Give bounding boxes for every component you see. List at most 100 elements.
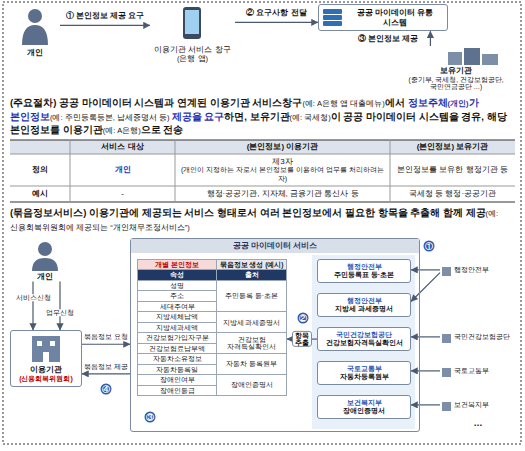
table-cell: 본인정보를 보유한 행정기관 등 <box>390 154 515 186</box>
document-box: 행정안전부지방세 과세증명서 <box>317 293 411 317</box>
connector-arrow <box>411 404 440 405</box>
paragraph: (주요절차)공공 마이데이터 시스템과 연계된 이용기관 서비스창구(예: A은… <box>10 96 515 137</box>
paragraph: (묶음정보서비스)이용기관에 제공되는 서비스 형태로서 여러 본인정보에서 필… <box>10 206 515 233</box>
paragraph-run: (예: A은행 앱 대출메뉴) <box>302 99 384 108</box>
paragraph-run: 이용기관에 제공되는 서비스 형태로서 여러 본인정보에서 필요한 항목을 추출… <box>89 207 485 218</box>
node-text: 세대주여부 <box>138 302 216 311</box>
node-text: 건강보험가입자구분 <box>138 333 216 342</box>
person-head <box>38 242 52 256</box>
table-header-band <box>10 140 515 154</box>
table-cell: 예시 <box>10 186 70 202</box>
agency-building-icon <box>32 336 60 362</box>
paragraph-run: (주요절차) <box>10 97 56 108</box>
server-icon <box>323 9 342 26</box>
node-text: 보건복지부 <box>320 399 408 407</box>
connector-arrow <box>411 336 440 337</box>
node-text: 보유기관 <box>392 66 520 76</box>
holder-node: 보유기관(중기부, 국세청, 건강보험공단, 국민연금공단 …) <box>392 46 520 91</box>
table-cell-text: 행정·공공기관, 지자체, 금융기관 통신사 등 <box>207 189 359 199</box>
node-text: 자동차 등록원부 <box>217 354 286 374</box>
node-text: 이용기관 <box>13 365 79 375</box>
node-text: 장애인여부 <box>138 375 216 384</box>
ministry-node: 행정안전부 <box>440 266 518 274</box>
callout-number: ③ <box>145 412 156 423</box>
edge-label: 서비스신청 <box>15 294 52 301</box>
node-text: 건강보험료납부액 <box>138 344 216 353</box>
document-box: 국토교통부자동차등록원부 <box>317 361 411 385</box>
table-rule <box>10 201 515 202</box>
service-window-node: 이용기관 서비스 창구 (은행 앱) <box>150 5 235 63</box>
node-text: 자동차등록일 <box>138 365 216 374</box>
table-cell: 국세청 등 행정·공공기관 <box>390 186 515 202</box>
ministry-icon <box>442 402 451 411</box>
connector-arrow <box>60 25 150 26</box>
paragraph-run: 으로 전송 <box>141 124 184 135</box>
connector-arrow <box>411 370 440 371</box>
table-cell-text: 본인정보를 보유한 행정기관 등 <box>397 165 508 175</box>
dotted-frame <box>3 2 521 444</box>
user-agency-box: 이용기관(신용회복위원회) <box>10 330 82 387</box>
document-box: 보건복지부장애인증명서 <box>317 395 411 419</box>
node-text: 지방세과세액 <box>138 323 216 332</box>
node-text: 장애인증명서 <box>217 375 286 395</box>
table-cell-text: 서비스 대상 <box>101 142 143 152</box>
node-text: 국민건강보험공단 <box>320 331 408 339</box>
paragraph-run: 공공 마이데이터 시스템과 연계된 이용기관 서비스창구 <box>59 97 302 108</box>
ministry-icon <box>442 334 451 343</box>
callout-number: ② <box>298 313 309 324</box>
node-text: 국토교통부 <box>320 365 408 373</box>
node-text: 주민등록 등·초본 <box>217 281 286 311</box>
document-box: 행정안전부주민등록표 등·초본 <box>317 259 411 283</box>
paragraph-run: 정보주체 <box>408 97 448 108</box>
table-grid <box>10 140 515 202</box>
table-cell-text: (본인정보) 보유기관 <box>417 142 489 152</box>
paragraph-run: (예: A은행) <box>103 126 141 135</box>
phone-screen <box>185 10 199 34</box>
table-cell-text: 정의 <box>32 165 48 175</box>
node-text: 건강보험 자격득실확인서 <box>217 333 286 353</box>
paragraph-run: (개인) <box>448 99 469 108</box>
node-text: 주민등록표 등·초본 <box>320 271 408 279</box>
node-text: (신용회복위원회) <box>13 375 79 383</box>
table-cell-text: 예시 <box>32 189 48 199</box>
connector-arrow <box>430 31 431 46</box>
paragraph-run: (예: 국세청) <box>290 113 331 122</box>
table-rule <box>175 140 176 202</box>
building <box>464 48 480 65</box>
person-head <box>28 9 42 23</box>
ministry-node: 국토교통부 <box>440 367 518 375</box>
table-cell: (본인정보) 보유기관 <box>390 140 515 154</box>
phone-body <box>183 7 201 39</box>
node-text: 장애인등급 <box>138 386 216 395</box>
table-rule <box>390 140 391 202</box>
callout-number: ① <box>424 241 435 252</box>
node-text: 국토교통부 <box>454 367 518 375</box>
buildings-icon <box>448 48 498 65</box>
table-cell-text: 제3자 <box>272 157 292 167</box>
phone-icon <box>183 7 201 39</box>
table-cell: 제3자(개인이 지정하는 자로서 본인정보를 이용하여 업무를 처리하려는 자) <box>175 154 390 186</box>
edge-label: 업무신청 <box>45 309 75 316</box>
server-unit <box>323 9 342 14</box>
table-cell-text: - <box>121 189 124 199</box>
node-text: 지방세체납액 <box>138 312 216 321</box>
paragraph-run: 에서 <box>385 97 405 108</box>
document-box: 국민건강보험공단건강보험자격득실확인서 <box>317 327 411 351</box>
building <box>448 52 462 65</box>
connector-arrow <box>32 282 33 330</box>
connector-arrow <box>411 273 440 302</box>
node-text: 자동차등록원부 <box>320 373 408 381</box>
node-text: 묶음정보 생성 (예시) <box>217 260 286 269</box>
table-cell: 정의 <box>10 154 70 186</box>
node-text: 행정안전부 <box>320 297 408 305</box>
node-text: 개별 본인정보 <box>138 260 216 269</box>
table-cell: 개인 <box>70 154 175 186</box>
edge-label: ② 요구사항 전달 <box>245 9 307 18</box>
ministry-icon <box>442 368 451 377</box>
server-unit <box>323 15 342 20</box>
edge-label: ③ 본인정보 제공 <box>357 34 419 43</box>
node-text: 장애인증명서 <box>320 407 408 415</box>
table-cell-text: (개인이 지정하는 자로서 본인정보를 이용하여 업무를 처리하려는 자) <box>178 166 387 183</box>
table-cell-text: 개인 <box>115 165 131 175</box>
